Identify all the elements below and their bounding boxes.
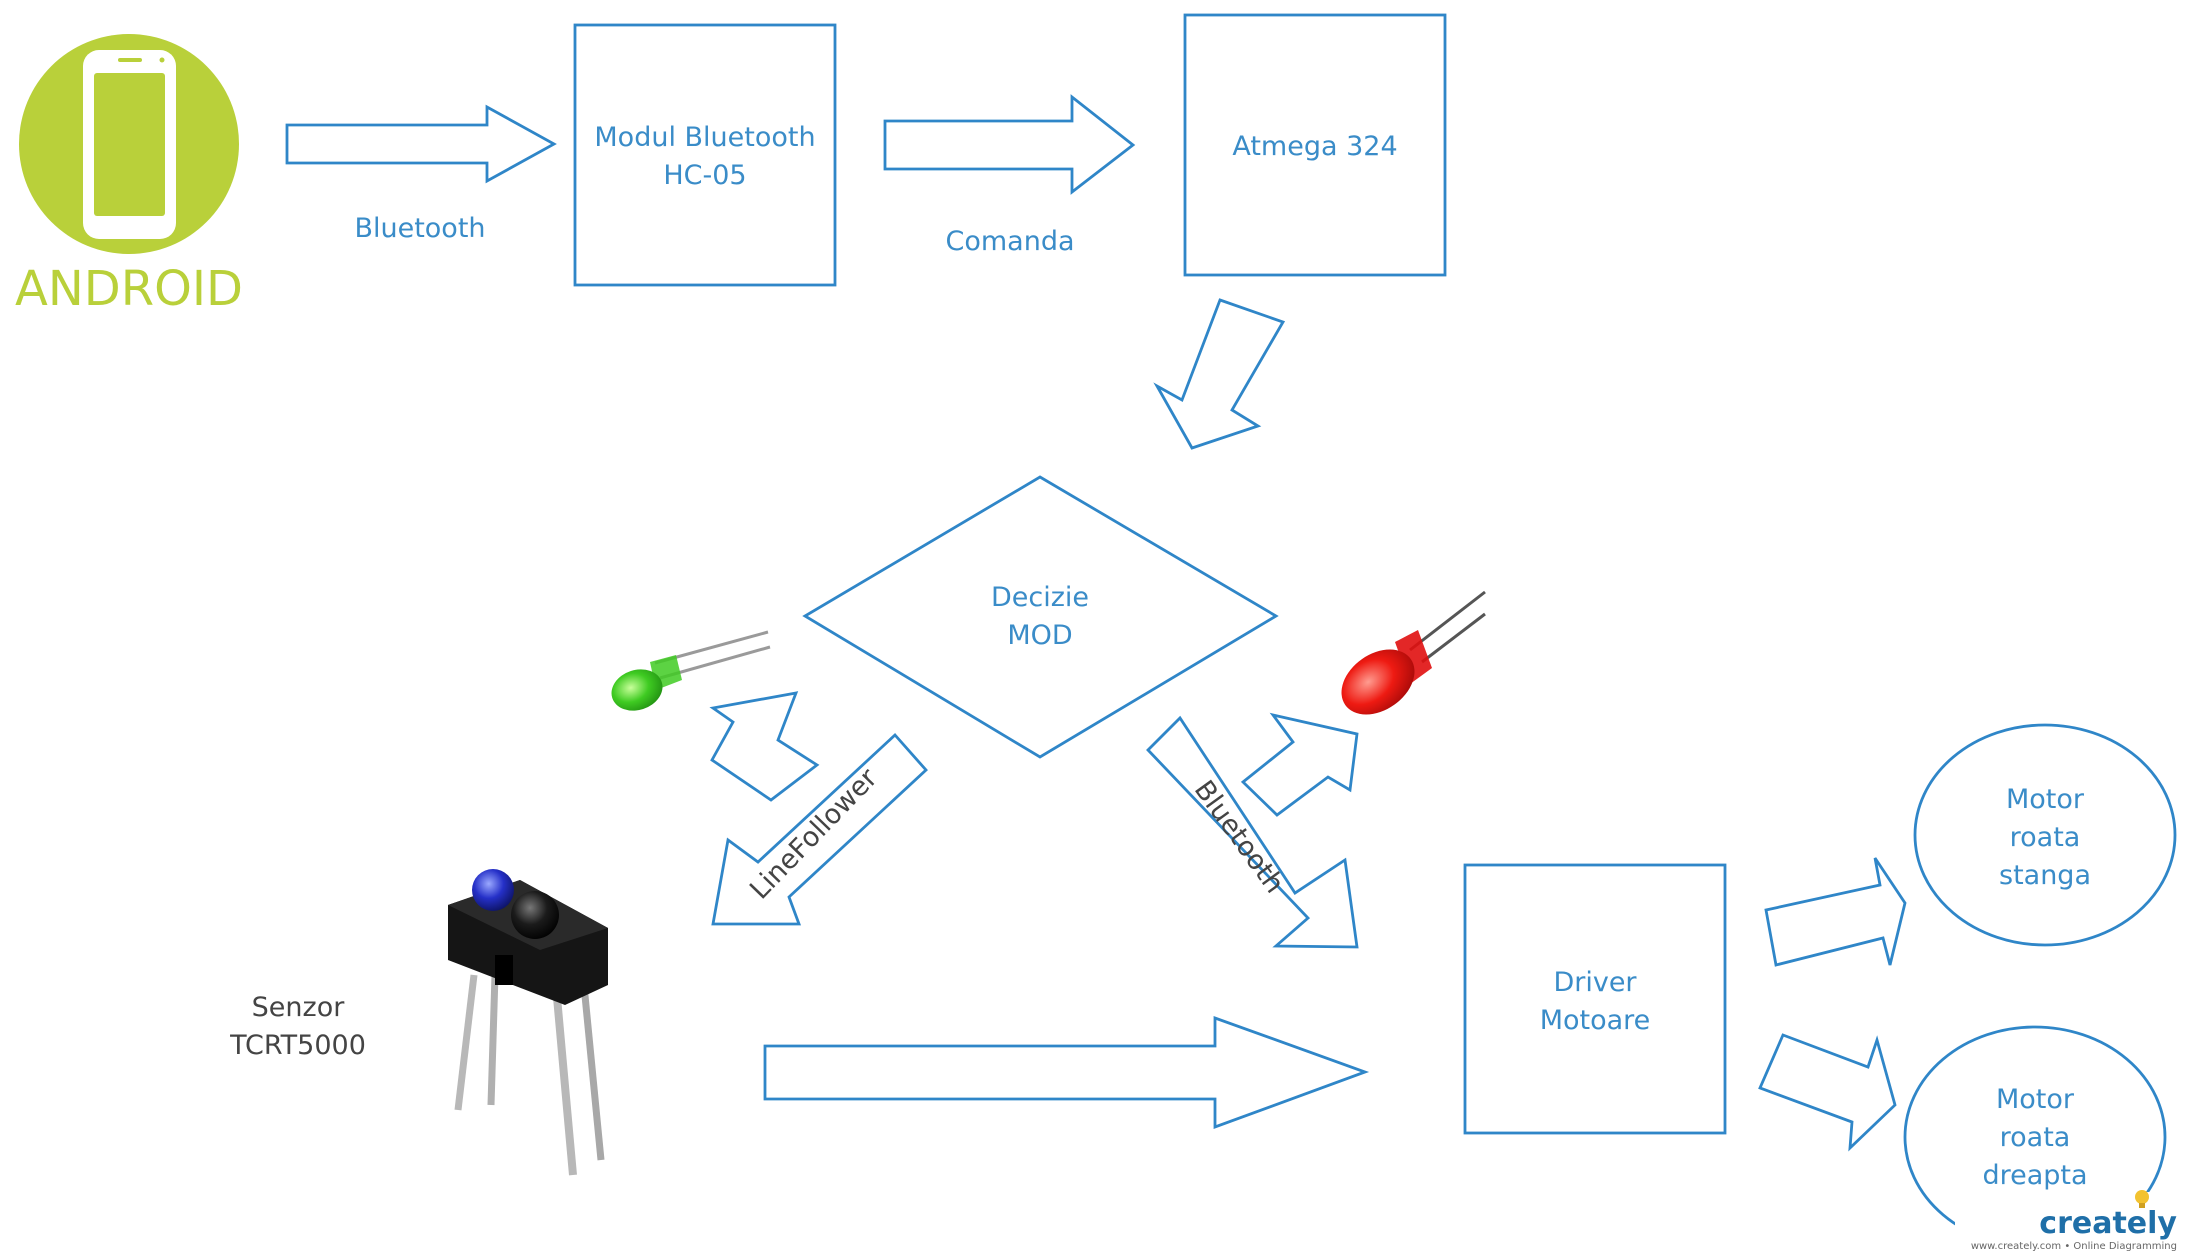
ir-sensor-icon <box>448 869 608 1176</box>
smartphone-icon <box>83 50 176 239</box>
mcu-label: Atmega 324 <box>1232 131 1397 162</box>
lightbulb-icon <box>2135 1190 2149 1208</box>
sensor-label-line2: TCRT5000 <box>229 1030 366 1061</box>
decision-label-line1: Decizie <box>991 582 1089 613</box>
arrow-linefollower <box>711 732 928 926</box>
decision-diamond <box>802 475 1279 759</box>
mcu-box <box>1183 13 1447 277</box>
arrow-to-red-led <box>1240 712 1359 817</box>
bluetooth-module-label-line2: HC-05 <box>663 160 746 191</box>
android-logo-text: ANDROID <box>15 261 243 317</box>
bluetooth-module-box <box>573 23 837 287</box>
arrow-label-bluetooth: Bluetooth <box>354 213 485 244</box>
arrow-driver-to-motor-left <box>1764 857 1907 967</box>
bluetooth-module-label-line1: Modul Bluetooth <box>594 122 815 153</box>
arrow-label-comanda: Comanda <box>945 226 1074 257</box>
sensor-label-line1: Senzor <box>252 992 346 1023</box>
creately-tagline: www.creately.com • Online Diagramming <box>1971 1241 2177 1252</box>
motor-left-ellipse <box>1913 723 2177 947</box>
arrow-bluetooth-to-mcu <box>883 94 1136 195</box>
motor-right-label-line1: Motor <box>1996 1084 2075 1115</box>
creately-watermark[interactable]: creately www.creately.com • Online Diagr… <box>1955 1190 2185 1252</box>
red-led-icon <box>1341 590 1486 715</box>
arrow-driver-to-motor-right <box>1758 1033 1897 1152</box>
motor-left-label-line2: roata <box>2010 822 2081 853</box>
driver-label-line1: Driver <box>1553 967 1637 998</box>
arrow-to-green-led <box>709 691 820 802</box>
driver-box <box>1463 863 1727 1135</box>
motor-left-label-line1: Motor <box>2006 784 2085 815</box>
android-logo: ANDROID <box>15 34 243 317</box>
creately-brand: creately <box>2039 1206 2177 1241</box>
driver-label-line2: Motoare <box>1540 1005 1651 1036</box>
arrow-sensor-to-driver <box>763 1016 1370 1130</box>
arrow-mcu-to-decision <box>1153 298 1286 450</box>
motor-right-label-line2: roata <box>2000 1122 2071 1153</box>
arrow-android-to-bluetooth <box>285 104 557 184</box>
motor-right-label-line3: dreapta <box>1982 1160 2087 1191</box>
green-led-icon <box>611 630 771 711</box>
motor-left-label-line3: stanga <box>1999 860 2091 891</box>
decision-label-line2: MOD <box>1007 620 1072 651</box>
arrow-bluetooth-mode <box>1146 715 1359 949</box>
